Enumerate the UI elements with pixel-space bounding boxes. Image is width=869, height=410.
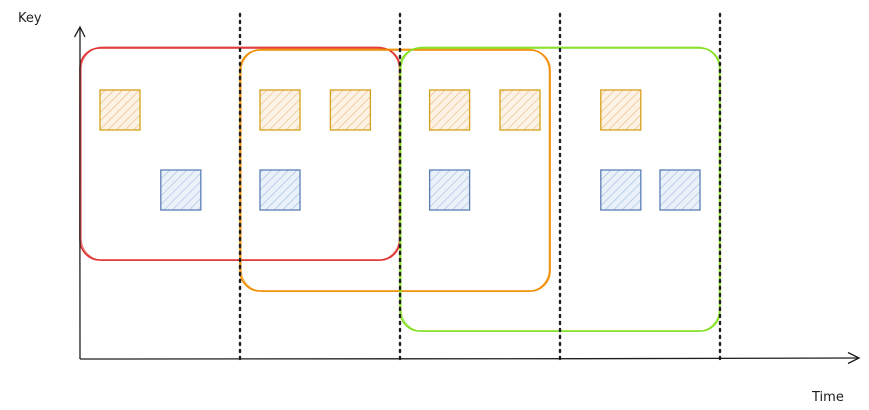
y-axis-label: Key [18,11,42,26]
x-axis-arrow-icon [847,351,861,365]
event-key-b [428,169,471,211]
x-axis [79,357,859,360]
event-key-a [428,89,471,131]
time-dividers [238,12,722,364]
events [99,89,701,211]
event-key-b [160,169,202,211]
event-key-a [329,89,372,131]
x-axis-label: Time [811,390,844,405]
event-key-b [600,169,642,211]
event-key-a [99,89,141,131]
event-key-b [259,169,301,211]
event-key-a [600,89,642,131]
event-key-a [499,89,541,131]
event-key-b [659,169,701,211]
axes [73,25,861,365]
event-key-a [259,89,301,131]
y-axis-arrow-icon [73,25,86,38]
